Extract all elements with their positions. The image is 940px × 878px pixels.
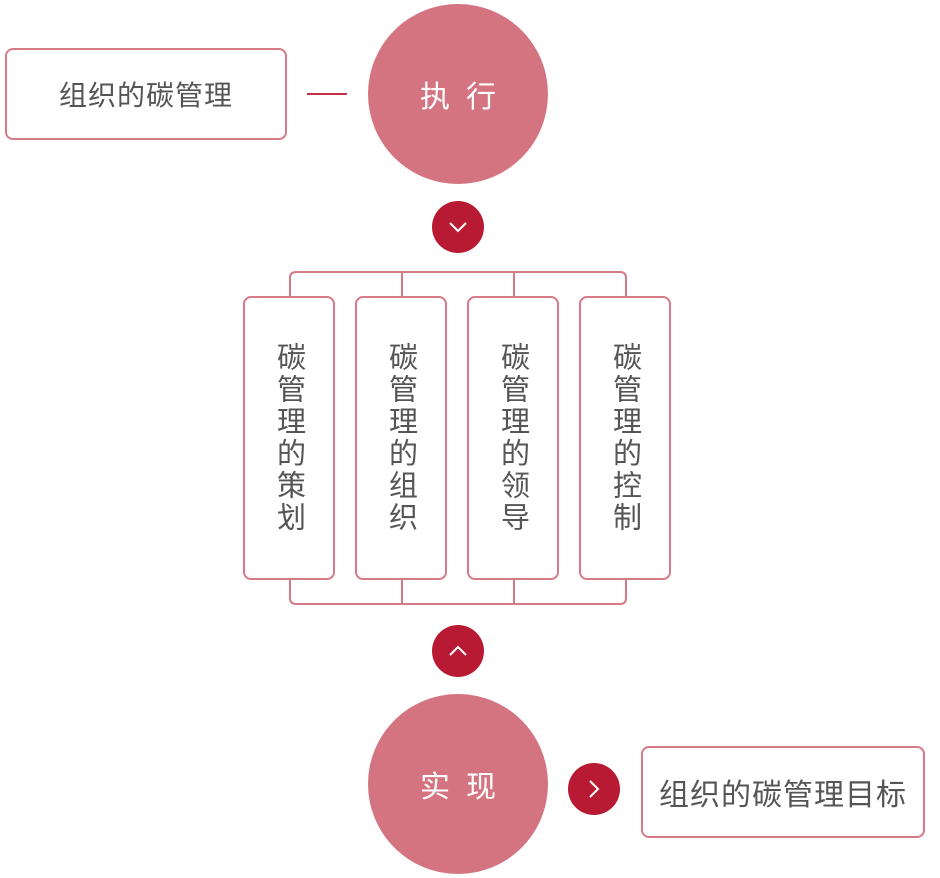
realize-label: 实现 (420, 770, 512, 805)
column-planning-label: 碳管理的策划 (272, 342, 307, 534)
column-controlling: 碳管理的控制 (579, 296, 671, 580)
chevron-down-icon (432, 201, 484, 253)
column-leading-label: 碳管理的领导 (496, 342, 531, 534)
realize-circle: 实现 (368, 694, 548, 874)
column-organizing: 碳管理的组织 (355, 296, 447, 580)
org-carbon-management-box: 组织的碳管理 (5, 48, 287, 140)
org-carbon-management-goal-label: 组织的碳管理目标 (659, 778, 907, 813)
column-controlling-label: 碳管理的控制 (608, 342, 643, 534)
column-organizing-label: 碳管理的组织 (384, 342, 419, 534)
execute-circle: 执行 (368, 4, 548, 184)
column-leading: 碳管理的领导 (467, 296, 559, 580)
execute-label: 执行 (420, 80, 512, 115)
column-planning: 碳管理的策划 (243, 296, 335, 580)
chevron-up-icon (432, 625, 484, 677)
org-carbon-management-label: 组织的碳管理 (58, 79, 233, 112)
org-carbon-management-goal-box: 组织的碳管理目标 (641, 746, 925, 838)
chevron-right-icon (568, 763, 620, 815)
